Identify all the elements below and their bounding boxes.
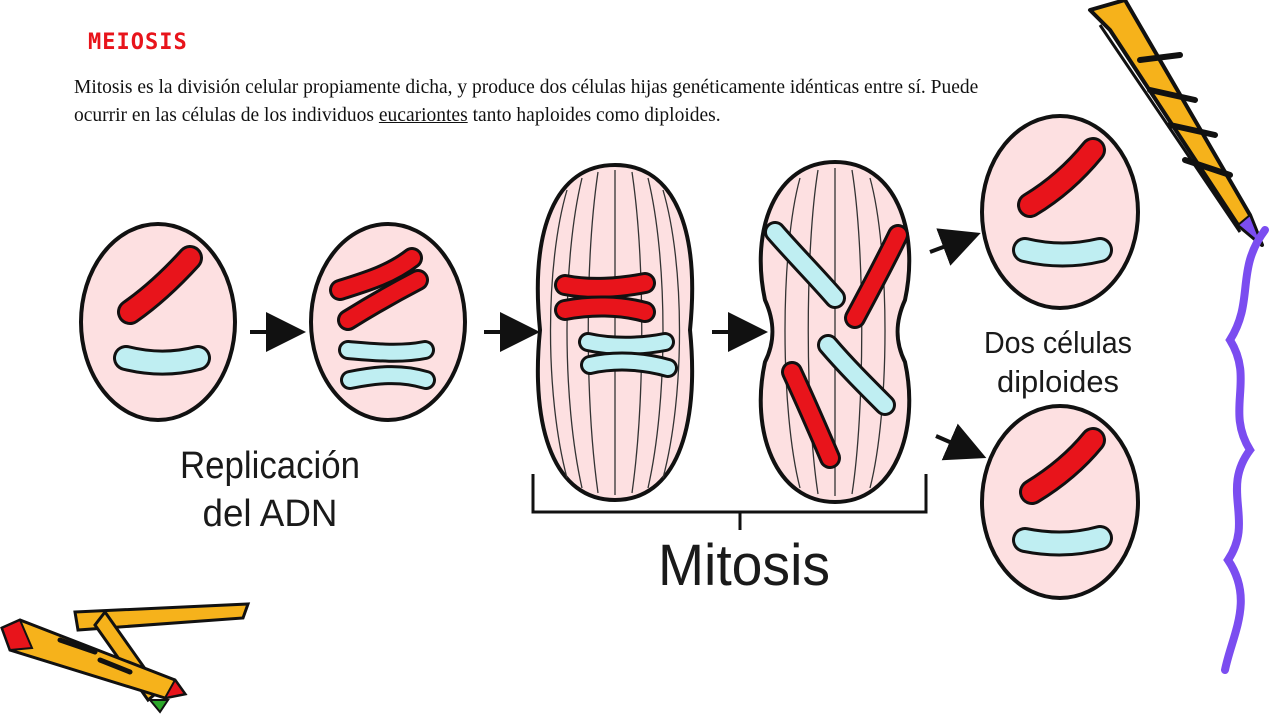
daughter-cell-top [980, 114, 1140, 310]
cell-metaphase [535, 162, 695, 503]
cell-initial [79, 222, 237, 422]
daughter-cell-bottom [980, 404, 1140, 600]
label-mitosis: Mitosis [658, 533, 830, 598]
pencil-decoration-icon [0, 602, 251, 714]
label-replication-line2: del ADN [203, 493, 338, 535]
label-replication-line1: Replicación [180, 445, 360, 487]
arrow-icon [935, 423, 987, 461]
intro-text-part1: Mitosis es la división celular propiamen… [74, 77, 979, 126]
arrow-icon [929, 228, 981, 266]
cell-replicated [309, 222, 467, 422]
eucariontes-link[interactable]: eucariontes [378, 105, 468, 126]
squiggle-decoration-icon [1221, 226, 1269, 674]
slide-title: MEIOSIS [88, 30, 188, 55]
cell-telophase [758, 159, 912, 505]
mitosis-bracket [531, 474, 928, 530]
intro-paragraph: Mitosis es la división celular propiamen… [74, 74, 1034, 130]
label-daughters-line2: diploides [997, 364, 1119, 399]
label-daughters-line1: Dos células [984, 325, 1132, 360]
intro-text-part2: tanto haploides como diploides. [467, 105, 721, 126]
